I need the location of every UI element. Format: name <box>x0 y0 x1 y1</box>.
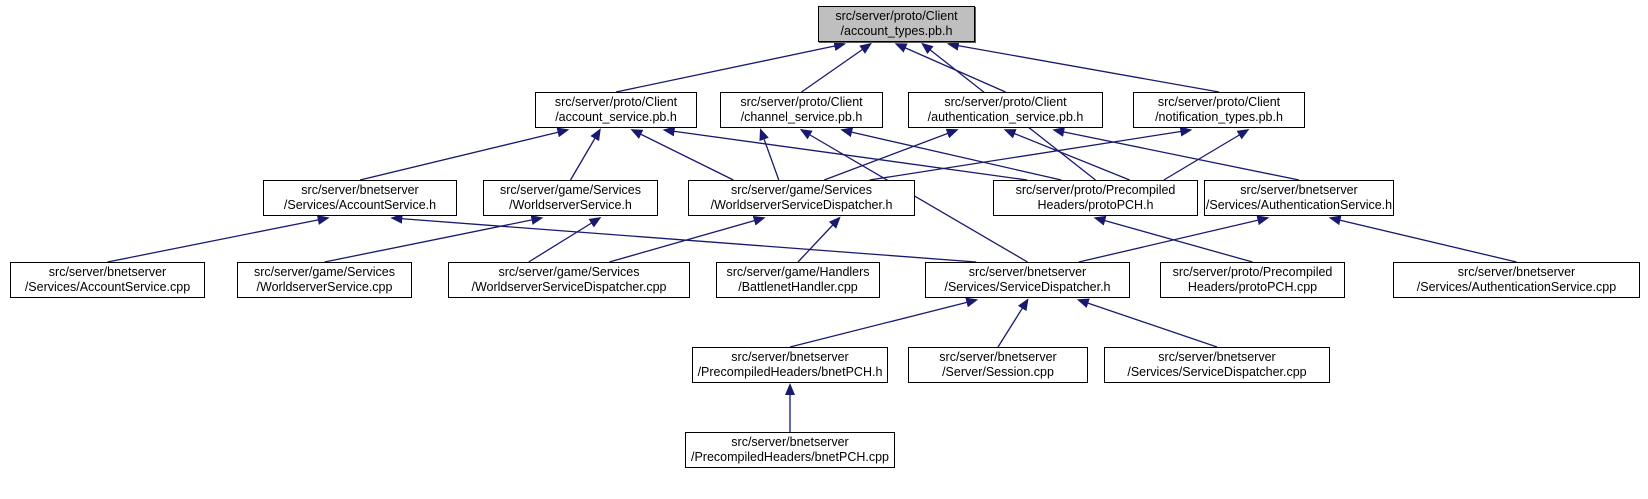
node-label-line: /Services/ServiceDispatcher.cpp <box>1127 365 1307 379</box>
graph-node-Session-cpp[interactable]: src/server/bnetserver/Server/Session.cpp <box>908 347 1088 383</box>
edge-AuthenticationService_h-to-authentication_service_pb_h <box>1052 127 1300 181</box>
graph-node-bnetPCH-h[interactable]: src/server/bnetserver/PrecompiledHeaders… <box>692 347 888 383</box>
edge-WorldserverService_h-to-account_service_pb_h <box>569 128 601 181</box>
node-label-line: /notification_types.pb.h <box>1155 110 1283 124</box>
node-label-line: /Services/ServiceDispatcher.h <box>944 280 1111 294</box>
graph-node-authentication-service-pb-h[interactable]: src/server/proto/Client/authentication_s… <box>908 92 1103 128</box>
graph-node-AccountService-cpp[interactable]: src/server/bnetserver/Services/AccountSe… <box>10 262 205 298</box>
edge-authentication_service_pb_h-to-account_types_pb_h <box>894 43 1006 93</box>
edge-WorldserverServiceDispatcher_h-to-account_service_pb_h <box>630 129 734 181</box>
edge-WorldserverServiceDispatcher_h-to-channel_service_pb_h <box>759 128 780 181</box>
graph-node-WorldserverServiceDispatcher-h[interactable]: src/server/game/Services/WorldserverServ… <box>688 180 915 216</box>
node-label-line: /account_service.pb.h <box>555 110 677 124</box>
node-label-line: /Services/AuthenticationService.h <box>1205 198 1393 212</box>
node-label-line: /Services/AccountService.h <box>283 198 437 212</box>
edge-AuthenticationService_cpp-to-AuthenticationService_h <box>1328 215 1517 263</box>
edge-ServiceDispatcher_h-to-AccountService_h <box>390 213 977 263</box>
edge-AccountService_h-to-account_service_pb_h <box>359 127 570 181</box>
node-label-line: src/server/game/Services <box>253 265 395 279</box>
edge-protoPCH_h-to-channel_service_pb_h <box>840 127 1062 181</box>
node-label-line: src/server/bnetserver <box>731 350 849 364</box>
node-label-line: src/server/game/Services <box>498 265 640 279</box>
node-label-line: src/server/game/Services <box>730 183 872 197</box>
edge-WorldserverServiceDispatcher_h-to-authentication_service_pb_h <box>823 128 959 181</box>
edge-ServiceDispatcher_cpp-to-ServiceDispatcher_h <box>1076 298 1218 348</box>
edge-Session_cpp-to-ServiceDispatcher_h <box>997 298 1029 348</box>
edge-WorldserverServiceDispatcher_h-to-notification_types_pb_h <box>869 126 1193 181</box>
graph-node-bnetPCH-cpp[interactable]: src/server/bnetserver/PrecompiledHeaders… <box>685 432 895 468</box>
node-label-line: src/server/game/Services <box>499 183 641 197</box>
graph-node-WorldserverService-cpp[interactable]: src/server/game/Services/WorldserverServ… <box>237 262 412 298</box>
edge-protoPCH_h-to-account_service_pb_h <box>662 126 1028 181</box>
graph-node-ServiceDispatcher-cpp[interactable]: src/server/bnetserver/Services/ServiceDi… <box>1104 347 1330 383</box>
node-label-line: src/server/proto/Client <box>944 95 1067 109</box>
node-label-line: /Services/AccountService.cpp <box>24 280 191 294</box>
graph-node-AuthenticationService-cpp[interactable]: src/server/bnetserver/Services/Authentic… <box>1393 262 1640 298</box>
graph-node-channel-service-pb-h[interactable]: src/server/proto/Client/channel_service.… <box>720 92 883 128</box>
node-label-line: src/server/proto/Client <box>1157 95 1281 109</box>
node-label-line: /channel_service.pb.h <box>740 110 863 124</box>
node-label-line: src/server/bnetserver <box>48 265 167 279</box>
edge-protoPCH_cpp-to-protoPCH_h <box>1093 215 1253 263</box>
node-label-line: /Services/AuthenticationService.cpp <box>1416 280 1617 294</box>
node-label-line: Headers/protoPCH.cpp <box>1187 280 1318 294</box>
graph-node-BattlenetHandler-cpp[interactable]: src/server/game/Handlers/BattlenetHandle… <box>716 262 880 298</box>
node-label-line: Headers/protoPCH.h <box>1037 198 1154 212</box>
node-label-line: /PrecompiledHeaders/bnetPCH.h <box>697 365 883 379</box>
node-label-line: /account_types.pb.h <box>840 24 953 38</box>
edge-ServiceDispatcher_h-to-AuthenticationService_h <box>1078 215 1270 263</box>
edge-WorldserverService_cpp-to-WorldserverService_h <box>324 215 544 263</box>
node-label-line: src/server/bnetserver <box>1457 265 1576 279</box>
node-label-line: src/server/game/Handlers <box>726 265 870 279</box>
node-label-line: /WorldserverService.cpp <box>256 280 393 294</box>
graph-node-WorldserverServiceDispatcher-cpp[interactable]: src/server/game/Services/WorldserverServ… <box>448 262 690 298</box>
edge-bnetPCH_h-to-ServiceDispatcher_h <box>789 297 979 348</box>
node-label-line: src/server/proto/Client <box>554 95 678 109</box>
node-label-line: /Server/Session.cpp <box>942 365 1054 379</box>
edge-account_service_pb_h-to-account_types_pb_h <box>615 41 847 93</box>
edge-WorldserverServiceDispatcher_cpp-to-WorldserverService_h <box>528 216 602 263</box>
edge-BattlenetHandler_cpp-to-WorldserverServiceDispatcher_h <box>797 216 841 263</box>
node-label-line: src/server/bnetserver <box>1240 183 1358 197</box>
graph-node-account-service-pb-h[interactable]: src/server/proto/Client/account_service.… <box>535 92 697 128</box>
node-label-line: src/server/bnetserver <box>939 350 1057 364</box>
node-label-line: src/server/proto/Client <box>740 95 863 109</box>
node-label-line: src/server/bnetserver <box>968 265 1087 279</box>
graph-node-AuthenticationService-h[interactable]: src/server/bnetserver/Services/Authentic… <box>1204 180 1394 216</box>
node-label-line: src/server/bnetserver <box>1158 350 1276 364</box>
node-label-line: /WorldserverServiceDispatcher.h <box>710 198 893 212</box>
edge-channel_service_pb_h-to-account_types_pb_h <box>801 42 872 93</box>
node-label-line: /BattlenetHandler.cpp <box>738 280 858 294</box>
edge-AccountService_cpp-to-AccountService_h <box>107 215 330 263</box>
node-label-line: /PrecompiledHeaders/bnetPCH.cpp <box>690 450 890 464</box>
graph-node-WorldserverService-h[interactable]: src/server/game/Services/WorldserverServ… <box>483 180 658 216</box>
node-label-line: /WorldserverService.h <box>509 198 632 212</box>
node-label-line: src/server/proto/Precompiled <box>1015 183 1176 197</box>
edge-WorldserverServiceDispatcher_cpp-to-WorldserverServiceDispatcher_h <box>609 215 766 263</box>
graph-node-notification-types-pb-h[interactable]: src/server/proto/Client/notification_typ… <box>1133 92 1305 128</box>
graph-node-account-types-pb-h[interactable]: src/server/proto/Client/account_types.pb… <box>818 6 975 42</box>
node-label-line: src/server/bnetserver <box>731 435 849 449</box>
edge-notification_types_pb_h-to-account_types_pb_h <box>946 40 1220 93</box>
node-label-line: /authentication_service.pb.h <box>927 110 1084 124</box>
edge-protoPCH_h-to-authentication_service_pb_h <box>1003 129 1130 181</box>
node-label-line: /WorldserverServiceDispatcher.cpp <box>471 280 667 294</box>
graph-node-ServiceDispatcher-h[interactable]: src/server/bnetserver/Services/ServiceDi… <box>925 262 1130 298</box>
node-label-line: src/server/bnetserver <box>301 183 419 197</box>
node-label-line: src/server/proto/Precompiled <box>1172 265 1333 279</box>
edge-protoPCH_h-to-notification_types_pb_h <box>1163 128 1250 181</box>
graph-node-AccountService-h[interactable]: src/server/bnetserver/Services/AccountSe… <box>263 180 457 216</box>
node-label-line: src/server/proto/Client <box>835 9 958 23</box>
